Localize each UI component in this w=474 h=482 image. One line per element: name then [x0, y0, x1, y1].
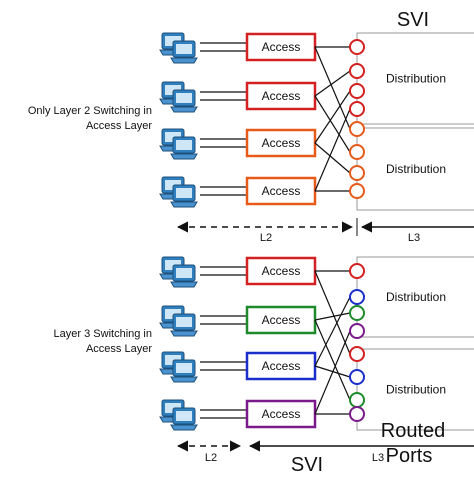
top-computer-icon — [170, 40, 198, 64]
top-trunk-link — [314, 142, 351, 174]
top-trunk-link — [314, 108, 351, 192]
bottom-computer-group-3 — [159, 399, 198, 431]
top-access-switch-1 — [245, 32, 317, 62]
bottom-l2-label: L2 — [205, 452, 217, 464]
top-l3-label: L3 — [408, 232, 420, 244]
top-trunk-link — [314, 70, 351, 97]
bottom-port-circle — [349, 323, 365, 339]
top-distribution-switch-2 — [356, 127, 474, 211]
top-trunk-link — [314, 46, 351, 130]
top-caption-line2: Access Layer — [85, 120, 152, 132]
top-caption: Only Layer 2 Switching in Access Layer — [0, 104, 152, 134]
top-access-switch-4 — [245, 176, 317, 206]
bottom-computer-icon — [170, 407, 198, 431]
top-svi-label: SVI — [397, 9, 429, 31]
top-port-circle — [349, 39, 365, 55]
top-trunk-link — [314, 90, 351, 144]
top-computer-group-2 — [159, 128, 198, 160]
bottom-access-label: Access — [262, 407, 301, 421]
top-port-circle — [349, 101, 365, 117]
top-caption-line1: Only Layer 2 Switching in — [27, 105, 152, 117]
bottom-trunk-link — [314, 319, 351, 401]
top-l2-label: L2 — [260, 232, 272, 244]
bottom-port-circle — [349, 263, 365, 279]
bottom-trunk-link — [314, 296, 351, 367]
top-distribution-switch-1 — [356, 32, 474, 125]
bottom-trunk-link — [314, 270, 351, 355]
routed-ports-label-line2: Ports — [386, 445, 433, 467]
bottom-caption-line2: Access Layer — [85, 343, 152, 355]
top-computer-group-0 — [159, 32, 198, 64]
bottom-port-circle — [349, 392, 365, 408]
top-port-circle — [349, 121, 365, 137]
top-port-circle — [349, 144, 365, 160]
bottom-access-switch-4 — [245, 399, 317, 429]
top-computer-group-1 — [159, 81, 198, 113]
bottom-svi-label: SVI — [291, 454, 323, 476]
top-access-label: Access — [262, 184, 301, 198]
top-distribution-label: Distribution — [386, 162, 446, 176]
bottom-computer-icon — [170, 313, 198, 337]
bottom-access-label: Access — [262, 359, 301, 373]
bottom-distribution-label: Distribution — [386, 290, 446, 304]
top-access-label: Access — [262, 136, 301, 150]
bottom-port-circle — [349, 305, 365, 321]
bottom-caption: Layer 3 Switching in Access Layer — [0, 327, 152, 357]
top-computer-icon — [170, 184, 198, 208]
top-access-label: Access — [262, 40, 301, 54]
bottom-access-switch-3 — [245, 351, 317, 381]
bottom-access-label: Access — [262, 313, 301, 327]
bottom-port-circle — [349, 369, 365, 385]
bottom-caption-line1: Layer 3 Switching in — [53, 328, 152, 340]
top-port-circle — [349, 183, 365, 199]
top-distribution-label: Distribution — [386, 72, 446, 86]
bottom-computer-group-1 — [159, 305, 198, 337]
bottom-trunk-link — [314, 312, 351, 321]
bottom-l3-label: L3 — [372, 452, 384, 464]
bottom-computer-icon — [170, 359, 198, 383]
top-computer-icon — [170, 89, 198, 113]
top-port-circle — [349, 165, 365, 181]
bottom-port-circle — [349, 289, 365, 305]
bottom-port-circle — [349, 346, 365, 362]
top-computer-group-3 — [159, 176, 198, 208]
top-port-circle — [349, 83, 365, 99]
bottom-computer-group-0 — [159, 256, 198, 288]
bottom-distribution-label: Distribution — [386, 383, 446, 397]
top-access-switch-2 — [245, 81, 317, 111]
top-port-circle — [349, 63, 365, 79]
bottom-distribution-switch-2 — [356, 348, 474, 431]
bottom-port-circle — [349, 406, 365, 422]
bottom-access-label: Access — [262, 264, 301, 278]
bottom-trunk-link — [314, 330, 351, 415]
top-access-label: Access — [262, 89, 301, 103]
bottom-computer-group-2 — [159, 351, 198, 383]
bottom-access-switch-2 — [245, 305, 317, 335]
top-computer-icon — [170, 136, 198, 160]
bottom-computer-icon — [170, 264, 198, 288]
routed-ports-label-line1: Routed — [381, 420, 446, 442]
top-trunk-link — [314, 95, 351, 153]
